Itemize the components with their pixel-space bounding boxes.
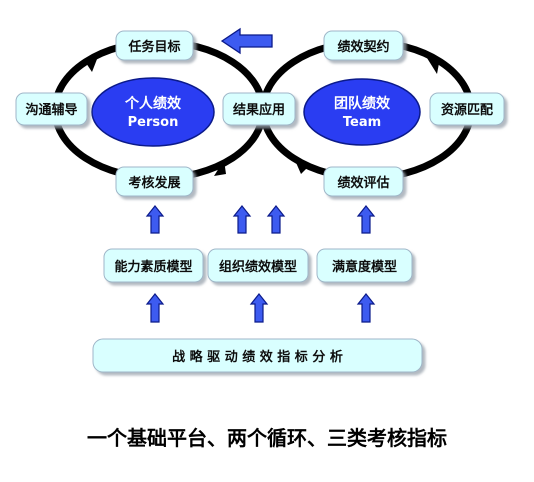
loop-arrow-left-bottom xyxy=(214,160,226,176)
loop-arrow-right-top xyxy=(427,58,440,74)
svg-text:组织绩效模型: 组织绩效模型 xyxy=(219,259,297,275)
svg-text:绩效评估: 绩效评估 xyxy=(337,175,389,191)
svg-text:战 略 驱 动 绩 效 指 标 分 析: 战 略 驱 动 绩 效 指 标 分 析 xyxy=(172,349,343,365)
up-arrow-satisfaction xyxy=(356,205,376,234)
loop-arrow-left-top xyxy=(84,54,99,72)
node-resource-match: 资源匹配 xyxy=(429,92,505,126)
up-arrow-base-1 xyxy=(145,293,165,323)
oval-team-cn: 团队绩效 xyxy=(334,95,391,112)
up-arrow-org-2 xyxy=(266,205,286,234)
up-arrows-row2 xyxy=(145,293,376,323)
up-arrows-row1 xyxy=(145,205,376,234)
oval-personal: 个人绩效 Person xyxy=(91,77,215,147)
model-ability: 能力素质模型 xyxy=(103,248,204,283)
svg-text:沟通辅导: 沟通辅导 xyxy=(25,102,77,118)
node-perf-contract: 绩效契约 xyxy=(323,30,404,61)
loop-arrowheads xyxy=(84,54,440,176)
up-arrow-base-2 xyxy=(249,293,269,323)
svg-text:满意度模型: 满意度模型 xyxy=(332,259,397,275)
node-perf-eval: 绩效评估 xyxy=(323,166,404,197)
up-arrow-base-3 xyxy=(356,293,376,323)
node-task-goal: 任务目标 xyxy=(115,30,194,61)
model-satisfaction: 满意度模型 xyxy=(316,248,413,283)
oval-team-en: Team xyxy=(343,115,381,130)
oval-team: 团队绩效 Team xyxy=(303,78,421,146)
node-communicate: 沟通辅导 xyxy=(15,92,88,126)
svg-text:能力素质模型: 能力素质模型 xyxy=(114,259,192,275)
svg-text:任务目标: 任务目标 xyxy=(127,39,180,55)
up-arrow-org-1 xyxy=(232,205,252,234)
oval-personal-cn: 个人绩效 xyxy=(124,95,182,112)
svg-text:资源匹配: 资源匹配 xyxy=(441,102,493,118)
svg-text:绩效契约: 绩效契约 xyxy=(337,39,389,55)
oval-personal-en: Person xyxy=(128,115,179,130)
model-org: 组织绩效模型 xyxy=(207,248,309,283)
loop-arrow-right-bottom xyxy=(294,158,311,174)
arrow-left-block xyxy=(220,27,273,55)
up-arrow-ability xyxy=(145,205,165,234)
caption: 一个基础平台、两个循环、三类考核指标 xyxy=(87,426,447,450)
base-platform: 战 略 驱 动 绩 效 指 标 分 析 xyxy=(92,338,423,373)
svg-text:结果应用: 结果应用 xyxy=(233,102,285,118)
svg-text:考核发展: 考核发展 xyxy=(128,175,181,191)
node-assess-develop: 考核发展 xyxy=(115,166,194,197)
node-result-apply: 结果应用 xyxy=(222,92,296,126)
